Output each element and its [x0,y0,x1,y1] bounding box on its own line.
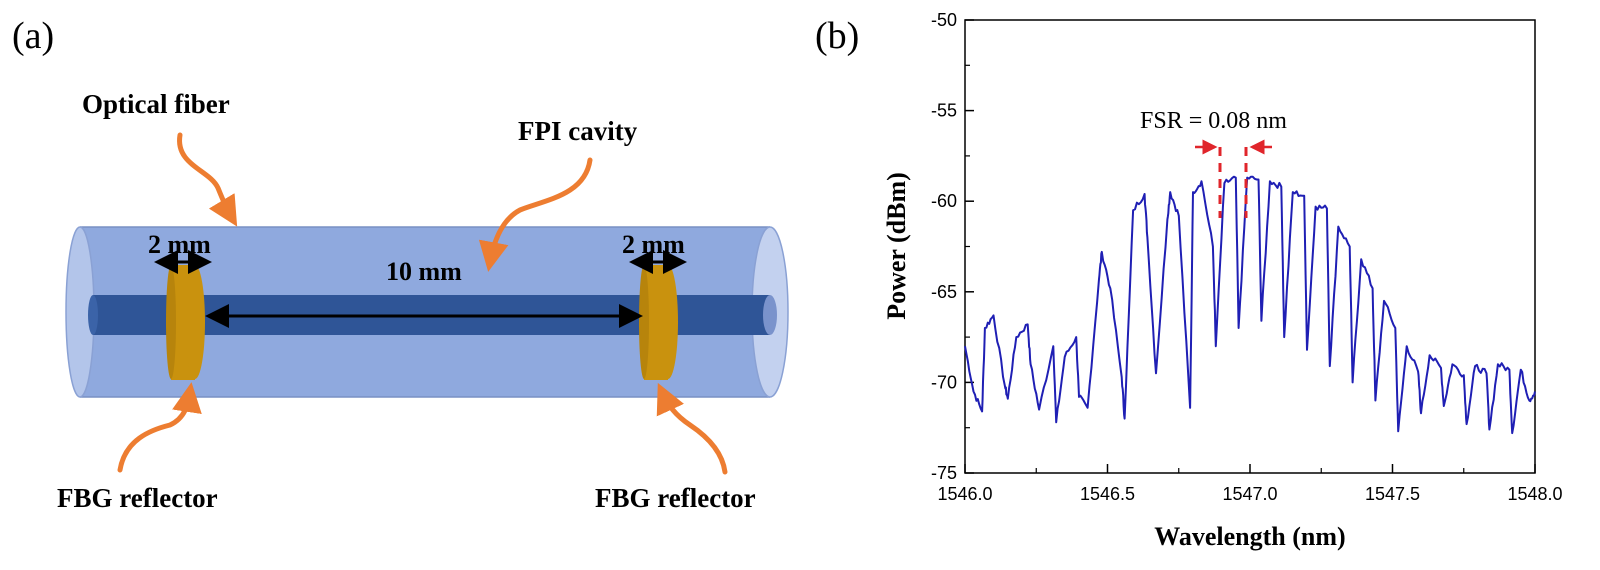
fbg-left-callout-arrow [117,382,202,473]
ticks-layer [964,19,1536,474]
fbg-right-callout-arrow [656,382,728,475]
y-tick-labels: -50 -55 -60 -65 -70 -75 [931,10,957,483]
core-end-left [88,295,98,335]
fbg-right-reflector-label: FBG reflector [595,483,756,513]
x-tick-label: 1546.0 [937,484,992,504]
x-tick-labels: 1546.0 1546.5 1547.0 1547.5 1548.0 [937,484,1562,504]
fsr-annotation: FSR = 0.08 nm [1140,108,1287,134]
x-axis-title: Wavelength (nm) [1154,522,1345,551]
y-axis-title: Power (dBm) [882,172,911,320]
cavity-length-label: 10 mm [386,257,462,286]
fpi-cavity-callout-arrow [478,157,593,272]
fsr-marker [1195,139,1272,218]
y-tick-label: -75 [931,463,957,483]
fbg-right [639,265,678,380]
y-tick-label: -55 [931,101,957,121]
panel-a: (a) 2 mm 2 mm 10 mm [12,15,789,513]
x-tick-label: 1547.0 [1222,484,1277,504]
y-tick-label: -50 [931,10,957,30]
optical-fiber-callout-arrow [177,132,238,227]
chart-area: 1546.0 1546.5 1547.0 1547.5 1548.0 -50 -55 -60… [931,10,1563,504]
y-tick-label: -70 [931,372,957,392]
y-tick-label: -60 [931,191,957,211]
spectrum-trace [964,175,1536,435]
panel-a-label: (a) [12,15,54,57]
plot-frame [964,19,1536,474]
y-tick-label: -65 [931,282,957,302]
panel-b-label: (b) [815,15,859,57]
x-tick-label: 1547.5 [1365,484,1420,504]
fbg-left-width-label: 2 mm [148,230,211,259]
x-tick-label: 1546.5 [1080,484,1135,504]
core-end-right [763,295,777,335]
optical-fiber-label: Optical fiber [82,89,230,119]
x-tick-label: 1548.0 [1507,484,1562,504]
fbg-left-reflector-label: FBG reflector [57,483,218,513]
fbg-right-width-label: 2 mm [622,230,685,259]
fbg-left [166,265,205,380]
fpi-cavity-label: FPI cavity [518,116,638,146]
